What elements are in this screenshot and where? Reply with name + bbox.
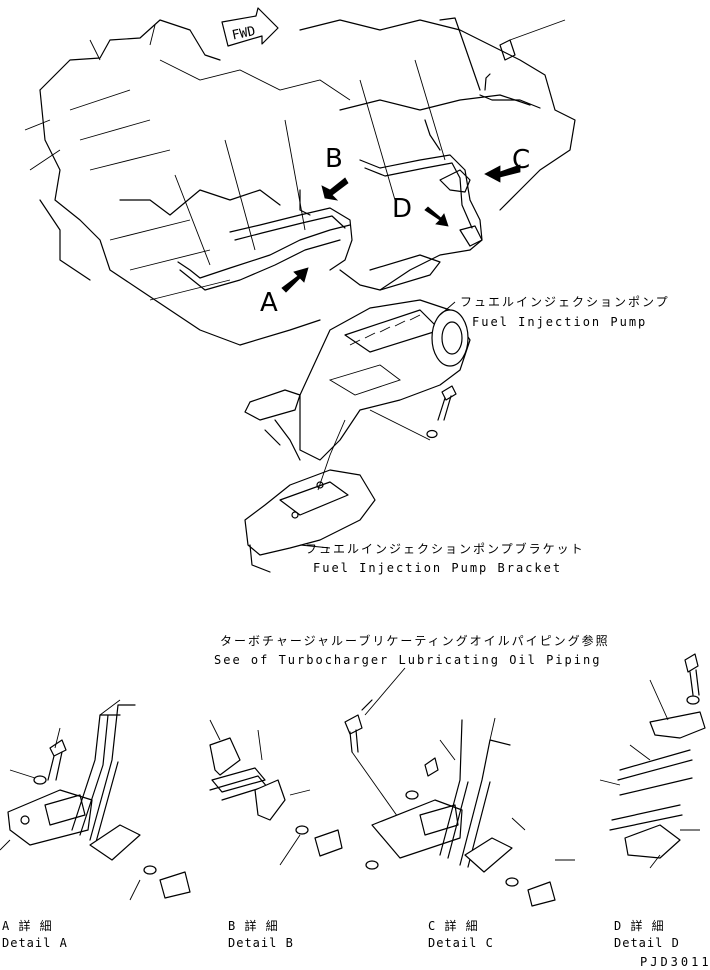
detail-a-caption-jp: A 詳 細 — [2, 919, 53, 933]
callout-a: A — [260, 288, 278, 318]
turbo-ref-label-en: See of Turbocharger Lubricating Oil Pipi… — [214, 653, 602, 667]
arrow-a-icon — [281, 267, 309, 293]
callout-c: C — [512, 145, 531, 175]
detail-b-caption-en: Detail B — [228, 936, 294, 950]
arrow-c-icon — [484, 164, 521, 183]
detail-c-caption-en: Detail C — [428, 936, 494, 950]
bracket-leader — [299, 544, 331, 549]
fwd-arrow-icon: FWD — [221, 7, 279, 47]
fuel-lines — [177, 73, 541, 291]
turbo-leader — [364, 667, 406, 716]
pump-leader — [439, 301, 456, 316]
detail-a-drawing — [0, 699, 191, 901]
detail-d-drawing — [599, 653, 706, 869]
detail-d-caption-en: Detail D — [614, 936, 680, 950]
fwd-label: FWD — [231, 24, 257, 44]
pump-bolt-icon — [369, 385, 457, 441]
bracket-label-jp: フュエルインジェクションポンプブラケット — [305, 542, 585, 556]
detail-a-caption-en: Detail A — [2, 936, 68, 950]
drawing-number: PJD3011 — [640, 955, 710, 969]
pump-label-en: Fuel Injection Pump — [472, 315, 648, 329]
fuel-injection-pump — [244, 299, 471, 461]
callout-d: D — [392, 194, 413, 224]
callout-arrows — [281, 164, 521, 293]
pump-label-jp: フュエルインジェクションポンプ — [460, 295, 670, 309]
arrow-d-icon — [424, 206, 449, 227]
fuel-injection-pump-bracket — [244, 419, 376, 573]
detail-d-caption-jp: D 詳 細 — [614, 919, 665, 933]
turbo-ref-label-jp: ターボチャージャルーブリケーティングオイルパイピング参照 — [220, 634, 610, 648]
bracket-label-en: Fuel Injection Pump Bracket — [313, 561, 563, 575]
detail-b-drawing — [209, 719, 343, 866]
engine-block — [24, 17, 576, 346]
callout-b: B — [325, 144, 343, 174]
detail-c-caption-jp: C 詳 細 — [428, 919, 479, 933]
detail-c-drawing — [344, 699, 575, 907]
detail-b-caption-jp: B 詳 細 — [228, 919, 279, 933]
arrow-b-icon — [321, 177, 349, 201]
